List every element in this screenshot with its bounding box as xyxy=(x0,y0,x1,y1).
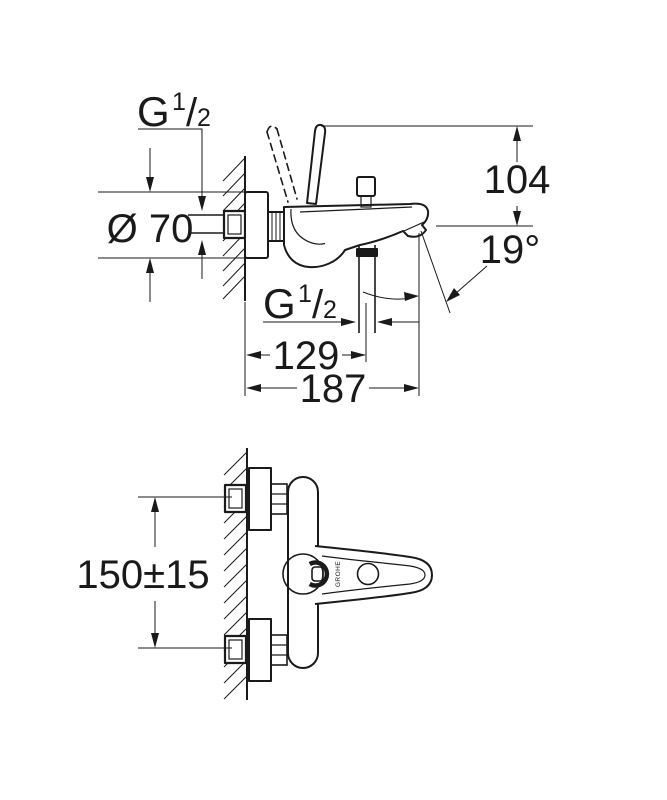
wall-thread-slash: / xyxy=(186,91,198,135)
lower-hex-connector xyxy=(270,634,288,666)
body-top-edge-line xyxy=(299,206,413,213)
pipe-nut-band xyxy=(356,248,378,257)
dim-height-104: 104 xyxy=(321,125,551,227)
shower-thread-denominator: 2 xyxy=(323,296,337,324)
shower-thread-g: G xyxy=(263,280,296,327)
upper-mount xyxy=(223,467,288,531)
supply-pipe xyxy=(188,214,224,234)
dim-spout-angle: 19° xyxy=(362,228,541,396)
dim-129: 129 xyxy=(246,303,367,378)
front-body-capsule xyxy=(287,476,319,669)
spout-reach-label: 187 xyxy=(300,367,367,411)
dim-187: 187 xyxy=(244,302,419,411)
lever-swing-dashed xyxy=(266,125,298,203)
shower-thread-numerator: 1 xyxy=(298,280,312,308)
wall-thread-g: G xyxy=(137,88,170,135)
dial-ring xyxy=(308,560,330,588)
thread-fitting-inner xyxy=(227,214,242,235)
upper-union-nut xyxy=(223,483,248,514)
side-view: G 1 / 2 Ø 70 104 1 xyxy=(98,88,550,411)
front-spout-arm xyxy=(314,545,433,605)
dim-150: 150±15 xyxy=(76,496,232,649)
height-label: 104 xyxy=(484,158,551,202)
logo-mark: GROHE xyxy=(335,561,342,588)
shower-thread-slash: / xyxy=(312,283,324,327)
diverter-knob xyxy=(356,176,376,208)
diverter-button xyxy=(356,562,380,586)
flange-diameter-label: Ø 70 xyxy=(107,207,194,251)
spout-arm-inner-contour xyxy=(321,555,426,595)
shower-offset-label: 129 xyxy=(273,334,340,378)
supply-connection xyxy=(188,209,247,240)
lower-union-nut xyxy=(223,634,248,665)
connection-spacing-label: 150±15 xyxy=(76,553,209,597)
faucet-body xyxy=(283,202,430,269)
lower-mount-block xyxy=(248,618,272,682)
lower-mount xyxy=(223,618,288,682)
lower-union-nut-inner xyxy=(228,639,243,660)
dim-shower-thread: G 1 / 2 xyxy=(263,280,419,327)
wall-thread-denominator: 2 xyxy=(197,104,211,132)
lever-handle xyxy=(306,123,327,205)
dial-tab xyxy=(311,566,324,582)
dim-wall-thread: G 1 / 2 xyxy=(137,88,211,279)
cartridge-contour xyxy=(290,208,326,245)
spout-angle-label: 19° xyxy=(480,228,541,272)
knurled-nut xyxy=(267,211,285,242)
wall-flange xyxy=(244,191,269,259)
front-view: GROHE 150±15 xyxy=(76,448,433,700)
upper-union-nut-inner xyxy=(228,488,243,509)
dim-flange-diameter: Ø 70 xyxy=(98,148,246,302)
upper-hex-connector xyxy=(270,483,288,515)
body-outline xyxy=(283,202,430,269)
shower-outlet-pipe xyxy=(356,245,378,333)
handle-dial xyxy=(282,553,330,595)
spout-outlet-line xyxy=(403,221,425,232)
upper-mount-block xyxy=(248,467,272,531)
wall-thread-numerator: 1 xyxy=(172,88,186,116)
